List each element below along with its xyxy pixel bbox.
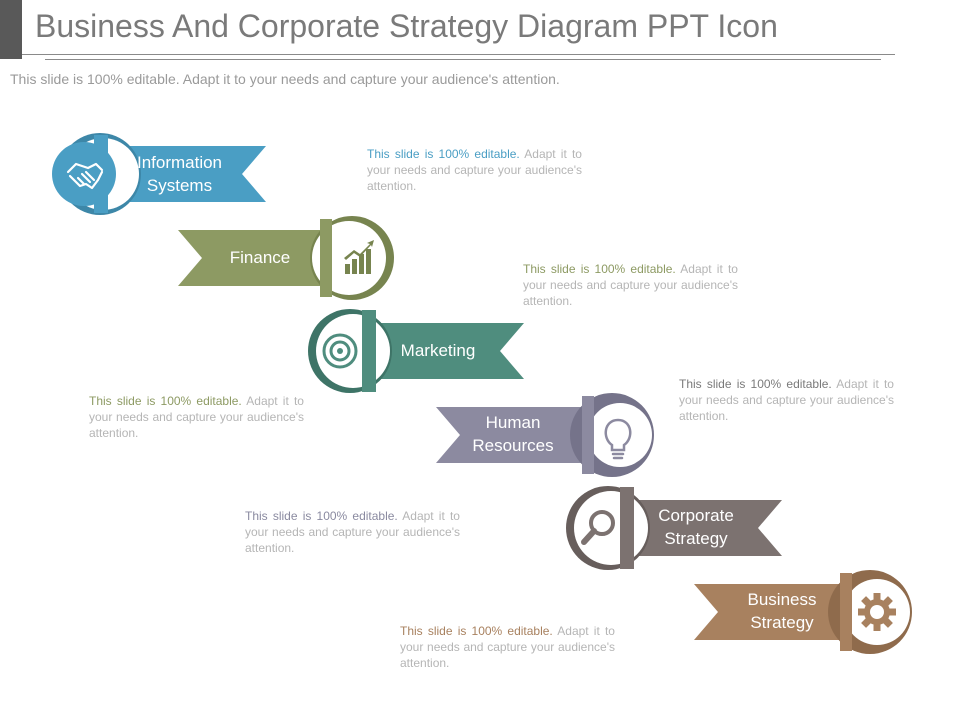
description-lead: This slide is 100% editable. bbox=[245, 509, 398, 523]
step-corporate-strategy bbox=[566, 486, 782, 570]
description-body: Adapt it to your needs and capture your … bbox=[679, 377, 894, 423]
description-business-strategy: This slide is 100% editable. Adapt it to… bbox=[400, 623, 615, 671]
label-line: Finance bbox=[229, 248, 291, 267]
label-human-resources: Human Resources bbox=[454, 411, 572, 457]
description-body: Adapt it to your needs and capture your … bbox=[89, 394, 304, 440]
description-lead: This slide is 100% editable. bbox=[89, 394, 242, 408]
label-line: Information bbox=[136, 153, 223, 172]
growth-chart-icon bbox=[344, 240, 374, 274]
lightbulb-icon bbox=[604, 418, 632, 460]
description-body: Adapt it to your needs and capture your … bbox=[523, 262, 738, 308]
description-information-systems: This slide is 100% editable. Adapt it to… bbox=[367, 146, 582, 194]
ribbon-finance bbox=[178, 230, 352, 286]
step-information-systems bbox=[52, 133, 266, 215]
label-line: Strategy bbox=[750, 613, 814, 632]
ribbon-corporate-strategy bbox=[608, 500, 782, 556]
label-marketing: Marketing bbox=[378, 339, 498, 362]
ribbon-human-resources bbox=[436, 407, 612, 463]
page-subtitle: This slide is 100% editable. Adapt it to… bbox=[10, 71, 560, 87]
description-body: Adapt it to your needs and capture your … bbox=[245, 509, 460, 555]
ribbon-information-systems bbox=[100, 146, 266, 202]
label-line: Marketing bbox=[400, 341, 476, 360]
description-body: Adapt it to your needs and capture your … bbox=[400, 624, 615, 670]
step-marketing bbox=[308, 309, 524, 393]
label-information-systems: Information Systems bbox=[112, 151, 247, 197]
label-line: Business bbox=[747, 590, 817, 609]
description-marketing: This slide is 100% editable. Adapt it to… bbox=[89, 393, 304, 441]
description-lead: This slide is 100% editable. bbox=[400, 624, 553, 638]
label-line: Resources bbox=[472, 436, 554, 455]
label-line: Human bbox=[485, 413, 541, 432]
description-lead: This slide is 100% editable. bbox=[367, 147, 520, 161]
label-corporate-strategy: Corporate Strategy bbox=[636, 504, 756, 550]
ribbon-marketing bbox=[350, 323, 524, 379]
description-body: Adapt it to your needs and capture your … bbox=[367, 147, 582, 193]
label-line: Corporate bbox=[658, 506, 734, 525]
ribbon-business-strategy bbox=[694, 584, 870, 640]
step-business-strategy bbox=[694, 570, 912, 654]
description-finance: This slide is 100% editable. Adapt it to… bbox=[523, 261, 738, 309]
title-rule bbox=[22, 54, 895, 55]
title-accent-bar bbox=[0, 0, 22, 59]
description-lead: This slide is 100% editable. bbox=[523, 262, 676, 276]
description-corporate-strategy: This slide is 100% editable. Adapt it to… bbox=[245, 508, 460, 556]
handshake-icon bbox=[66, 162, 104, 190]
label-line: Strategy bbox=[664, 529, 728, 548]
magnifier-icon bbox=[581, 510, 615, 545]
description-lead: This slide is 100% editable. bbox=[679, 377, 832, 391]
label-line: Systems bbox=[146, 176, 213, 195]
description-human-resources: This slide is 100% editable. Adapt it to… bbox=[679, 376, 894, 424]
target-icon bbox=[322, 333, 358, 369]
gear-icon bbox=[858, 593, 896, 631]
step-finance bbox=[178, 216, 394, 300]
page-title: Business And Corporate Strategy Diagram … bbox=[35, 8, 778, 44]
label-business-strategy: Business Strategy bbox=[722, 588, 842, 634]
label-finance: Finance bbox=[196, 246, 324, 269]
step-human-resources bbox=[436, 393, 654, 477]
title-rule-secondary bbox=[45, 59, 881, 60]
